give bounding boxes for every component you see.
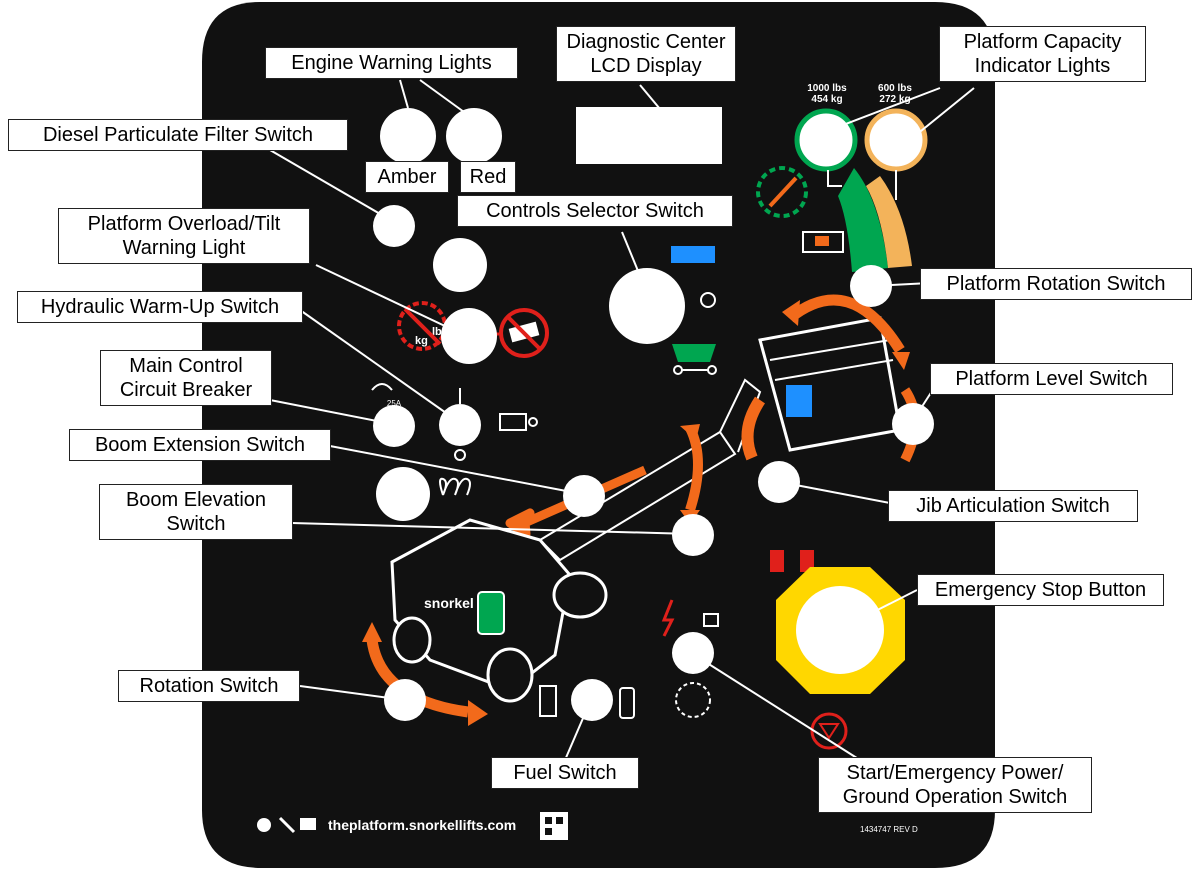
capacity-600-light (864, 108, 928, 172)
label-controls-selector: Controls Selector Switch (457, 195, 733, 227)
rotation-switch (384, 679, 426, 721)
manual-icon (300, 818, 316, 830)
ground-controls-icon (672, 344, 716, 362)
red-warning-light (446, 108, 502, 164)
breaker-rating-text: 25A (387, 399, 402, 408)
overload-line2: Warning Light (122, 237, 246, 259)
platform-level-switch (892, 403, 934, 445)
fuel-switch (571, 679, 613, 721)
overload-lb-text: lb (432, 326, 442, 338)
dpf-switch (373, 205, 415, 247)
capacity-272-kg: 272 kg (879, 94, 910, 105)
platform-rotation-switch (850, 265, 892, 307)
tilt-icon (499, 308, 549, 358)
chassis-window (477, 591, 505, 635)
overload-tilt-light (441, 308, 497, 364)
capacity-gauge-green (838, 168, 888, 272)
start-line2: Ground Operation Switch (842, 786, 1068, 808)
label-start-emergency: Start/Emergency Power/ Ground Operation … (818, 757, 1092, 813)
capacity-line2: Indicator Lights (974, 55, 1111, 77)
platform-controls-icon (671, 246, 715, 263)
capacity-dashed-icon (756, 166, 808, 218)
boom-elevation-line1: Boom Elevation (125, 489, 267, 511)
platform-control-box (786, 385, 812, 417)
controls-selector-switch (609, 268, 685, 344)
diagnostic-line2: LCD Display (590, 55, 702, 77)
lpg-tank-icon (619, 687, 635, 719)
qr-code (540, 812, 568, 840)
unlabeled-switch (433, 238, 487, 292)
main-control-breaker (373, 405, 415, 447)
label-dpf-switch: Diesel Particulate Filter Switch (8, 119, 348, 151)
glow-plug-switch (376, 467, 430, 521)
wheel (552, 571, 608, 619)
website-text: theplatform.snorkellifts.com (328, 817, 516, 833)
label-hydraulic-warmup: Hydraulic Warm-Up Switch (17, 291, 303, 323)
platform-rotation-arrow (786, 294, 905, 353)
wheel (486, 647, 534, 703)
lcd-display (576, 107, 722, 164)
label-amber: Amber (365, 161, 449, 193)
label-diagnostic-center: Diagnostic Center LCD Display (556, 26, 736, 82)
label-overload-tilt: Platform Overload/Tilt Warning Light (58, 208, 310, 264)
capacity-1000-light (794, 108, 858, 172)
capacity-600-lbs: 600 lbs (878, 83, 912, 94)
label-engine-warning-lights: Engine Warning Lights (265, 47, 518, 79)
label-emergency-stop: Emergency Stop Button (917, 574, 1164, 606)
emergency-stop-button (796, 586, 884, 674)
part-number: 1434747 REV D (860, 825, 918, 834)
label-platform-level: Platform Level Switch (930, 363, 1173, 395)
power-bolt-icon (661, 599, 675, 637)
capacity-gauge-amber (866, 176, 912, 268)
capacity-line1: Platform Capacity (963, 31, 1122, 53)
gear-icon (257, 818, 271, 832)
label-fuel-switch: Fuel Switch (491, 757, 639, 789)
label-platform-capacity: Platform Capacity Indicator Lights (939, 26, 1146, 82)
main-control-line2: Circuit Breaker (119, 379, 253, 401)
label-boom-extension: Boom Extension Switch (69, 429, 331, 461)
wheel (392, 616, 432, 664)
overload-kg-text: kg (415, 335, 428, 347)
jib-arrow (741, 396, 766, 461)
amber-warning-light (380, 108, 436, 164)
capacity-1000-lbs: 1000 lbs (807, 83, 847, 94)
start-line1: Start/Emergency Power/ (846, 762, 1064, 784)
boom-extension-switch (563, 475, 605, 517)
boom-elevation-switch (672, 514, 714, 556)
unlock-icon (703, 613, 719, 627)
ground-operation-icon (675, 682, 711, 718)
label-platform-rotation: Platform Rotation Switch (920, 268, 1192, 300)
label-rotation-switch: Rotation Switch (118, 670, 300, 702)
estop-indicator-icons (770, 550, 814, 572)
emergency-stop-symbol (810, 712, 848, 750)
boom-extension-arrow (505, 465, 647, 539)
platform-basket-icon (802, 231, 844, 253)
label-boom-elevation: Boom Elevation Switch (99, 484, 293, 540)
glow-plug-icon (439, 477, 471, 496)
capacity-454-kg: 454 kg (811, 94, 842, 105)
overload-line1: Platform Overload/Tilt (87, 213, 281, 235)
hydraulic-icon (499, 413, 527, 431)
start-switch (672, 632, 714, 674)
main-control-line1: Main Control (129, 355, 243, 377)
label-red: Red (460, 161, 516, 193)
hydraulic-warmup-switch (439, 404, 481, 446)
boom-elevation-line2: Switch (166, 513, 226, 535)
jib-articulation-switch (758, 461, 800, 503)
wrench-icon (278, 816, 296, 834)
diesel-pump-icon (539, 685, 557, 717)
brand-text: snorkel (424, 595, 474, 611)
selector-position-dot (700, 292, 716, 308)
diagnostic-line1: Diagnostic Center (566, 31, 726, 53)
label-main-control-breaker: Main Control Circuit Breaker (100, 350, 272, 406)
label-jib-articulation: Jib Articulation Switch (888, 490, 1138, 522)
